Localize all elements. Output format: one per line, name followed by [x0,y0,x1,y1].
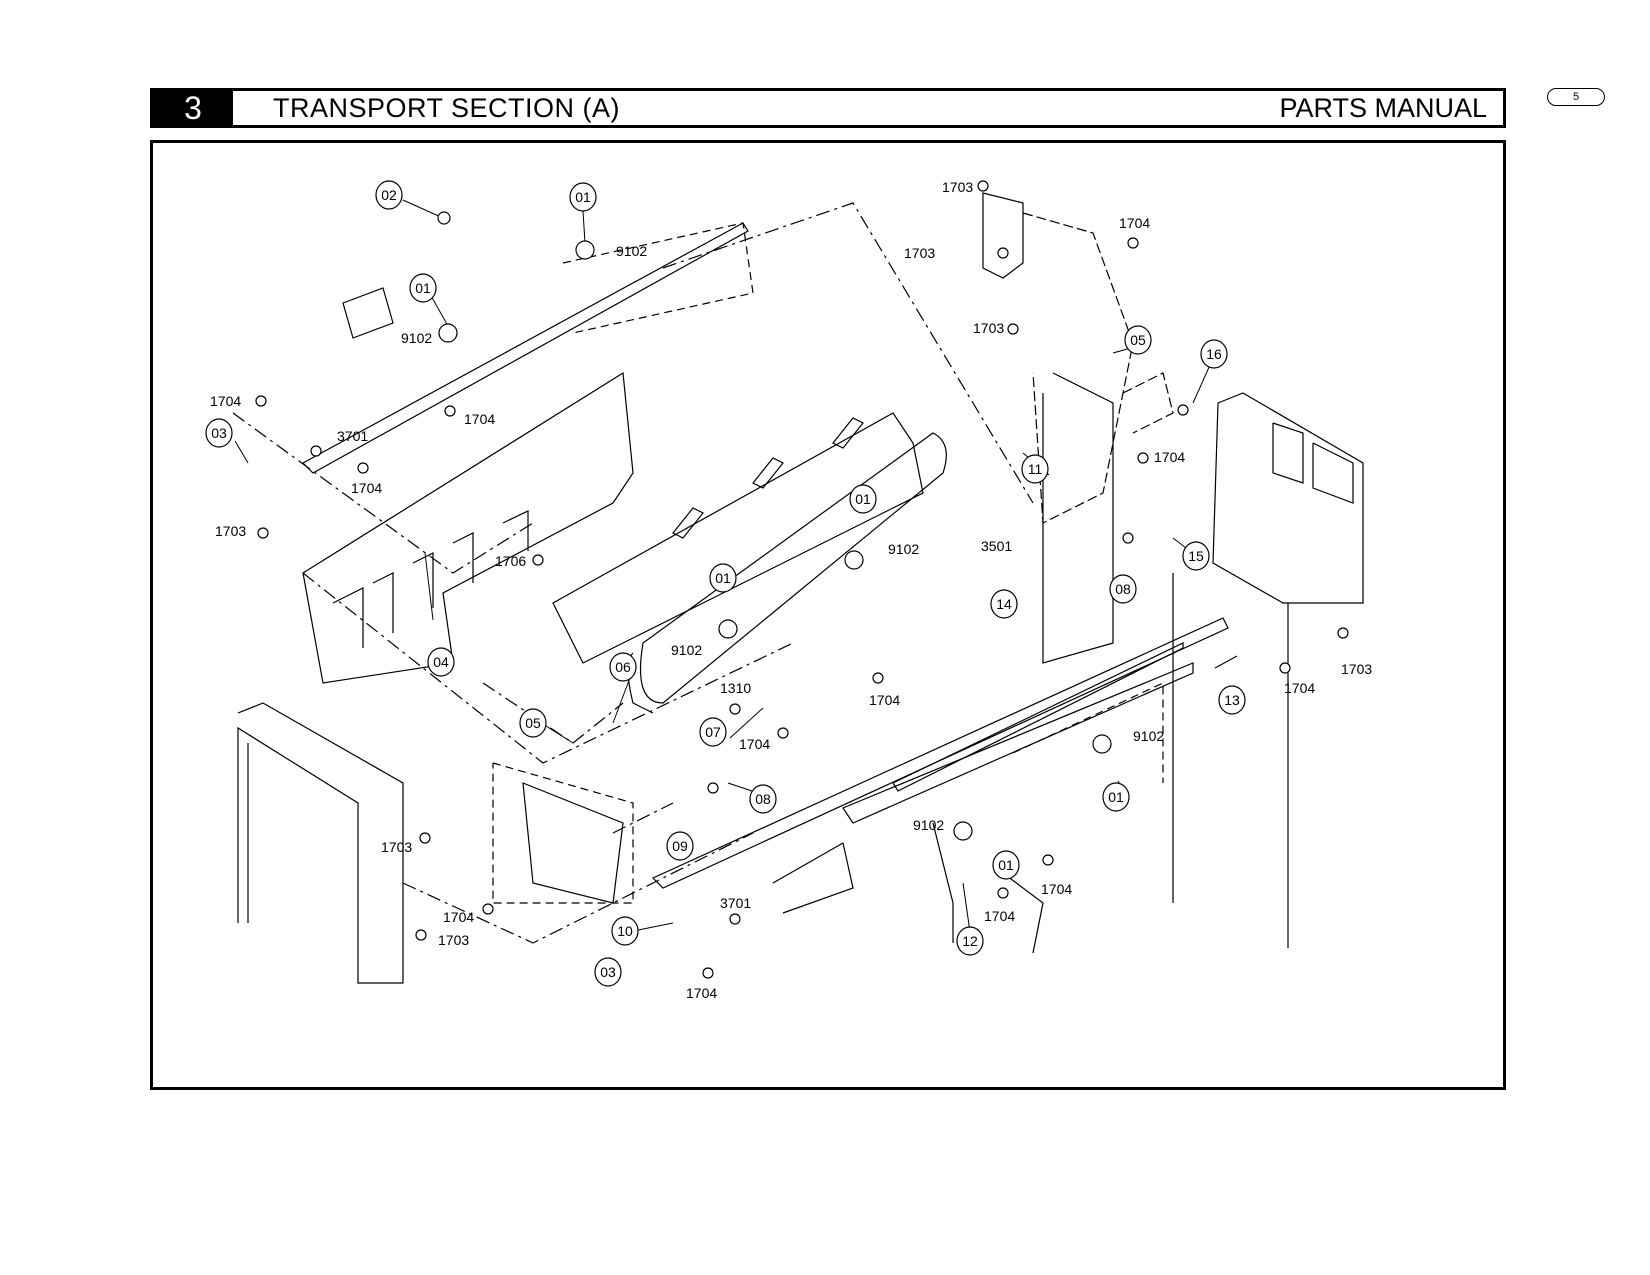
part-label: 9102 [401,330,432,346]
part-label: 9102 [913,817,944,833]
callout-03: 03 [600,964,616,980]
callout-10: 10 [617,923,633,939]
callout-01: 01 [575,189,591,205]
callout-01: 01 [415,280,431,296]
part-label: 1703 [438,932,469,948]
part-label: 3501 [981,538,1012,554]
callout-01: 01 [715,570,731,586]
exploded-parts-diagram: 02 01 01 03 01 04 01 06 05 07 08 09 10 0… [205,179,1372,1001]
part-label: 9102 [616,243,647,259]
part-label: 1703 [973,320,1004,336]
section-number: 3 [153,90,233,126]
part-label: 1704 [869,692,900,708]
part-label: 1703 [904,245,935,261]
part-label: 1703 [942,179,973,195]
part-label: 3701 [337,428,368,444]
part-label: 1704 [464,411,495,427]
page-number: 5 [1547,88,1605,106]
callout-05: 05 [1130,332,1146,348]
callout-11: 11 [1028,461,1043,477]
part-label: 1703 [215,523,246,539]
part-label: 1704 [1119,215,1150,231]
callout-14: 14 [996,596,1012,612]
part-label: 9102 [1133,728,1164,744]
callout-01: 01 [998,857,1014,873]
part-label: 1704 [1284,680,1315,696]
callout-08: 08 [755,791,771,807]
screw-symbols [255,180,1349,979]
part-label: 3701 [720,895,751,911]
diagram-linework [232,192,1364,984]
callout-13: 13 [1224,692,1240,708]
part-label: 1704 [1041,881,1072,897]
part-label: 1704 [351,480,382,496]
callout-circles [205,180,1246,987]
part-label: 1310 [720,680,751,696]
part-label: 1704 [739,736,770,752]
diagram-frame: 02 01 01 03 01 04 01 06 05 07 08 09 10 0… [150,140,1506,1090]
callout-15: 15 [1188,548,1204,564]
part-label: 1704 [686,985,717,1001]
part-label: 1704 [210,393,241,409]
callout-02: 02 [381,187,397,203]
part-label: 1703 [1341,661,1372,677]
part-label: 9102 [888,541,919,557]
callout-05: 05 [525,715,541,731]
callout-07: 07 [705,724,721,740]
callout-12: 12 [962,933,978,949]
manual-label: PARTS MANUAL [1279,92,1487,123]
callout-04: 04 [433,654,449,670]
part-label: 1706 [495,553,526,569]
callout-06: 06 [615,659,631,675]
callout-08: 08 [1115,581,1131,597]
part-label: 1703 [381,839,412,855]
leader-lines [234,199,1239,947]
part-label: 1704 [984,908,1015,924]
part-label: 1704 [443,909,474,925]
callout-03: 03 [211,425,227,441]
callout-09: 09 [672,838,688,854]
callout-01: 01 [1108,789,1124,805]
callout-numbers: 02 01 01 03 01 04 01 06 05 07 08 09 10 0… [211,187,1240,980]
section-header: 3 TRANSPORT SECTION (A) PARTS MANUAL [150,88,1506,128]
part-label: 1704 [1154,449,1185,465]
callout-01: 01 [855,491,871,507]
part-label: 9102 [671,642,702,658]
part-number-labels: 9102 9102 1704 1704 3701 1704 1703 1706 … [210,179,1372,1001]
section-title: TRANSPORT SECTION (A) [273,92,621,123]
callout-16: 16 [1206,346,1222,362]
